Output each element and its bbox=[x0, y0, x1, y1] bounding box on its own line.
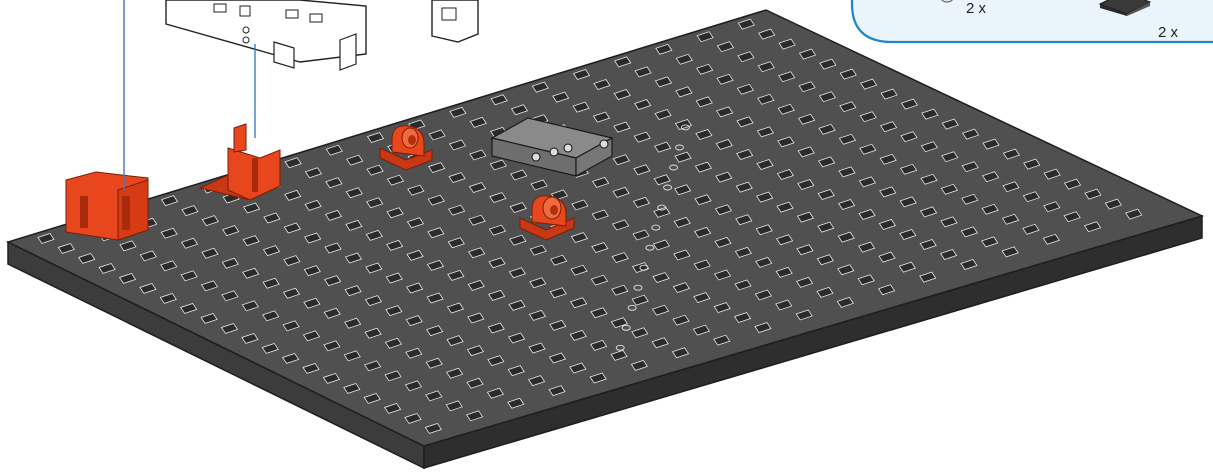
parts-panel: 2 x 2 x bbox=[852, 0, 1213, 42]
baseplate bbox=[8, 10, 1202, 468]
parts-quantity-1: 2 x bbox=[966, 0, 987, 17]
orange-u-bracket bbox=[66, 172, 148, 240]
overhead-assembly bbox=[166, 0, 478, 70]
parts-quantity-2: 2 x bbox=[1158, 24, 1179, 41]
orange-angle-bracket bbox=[200, 124, 280, 200]
